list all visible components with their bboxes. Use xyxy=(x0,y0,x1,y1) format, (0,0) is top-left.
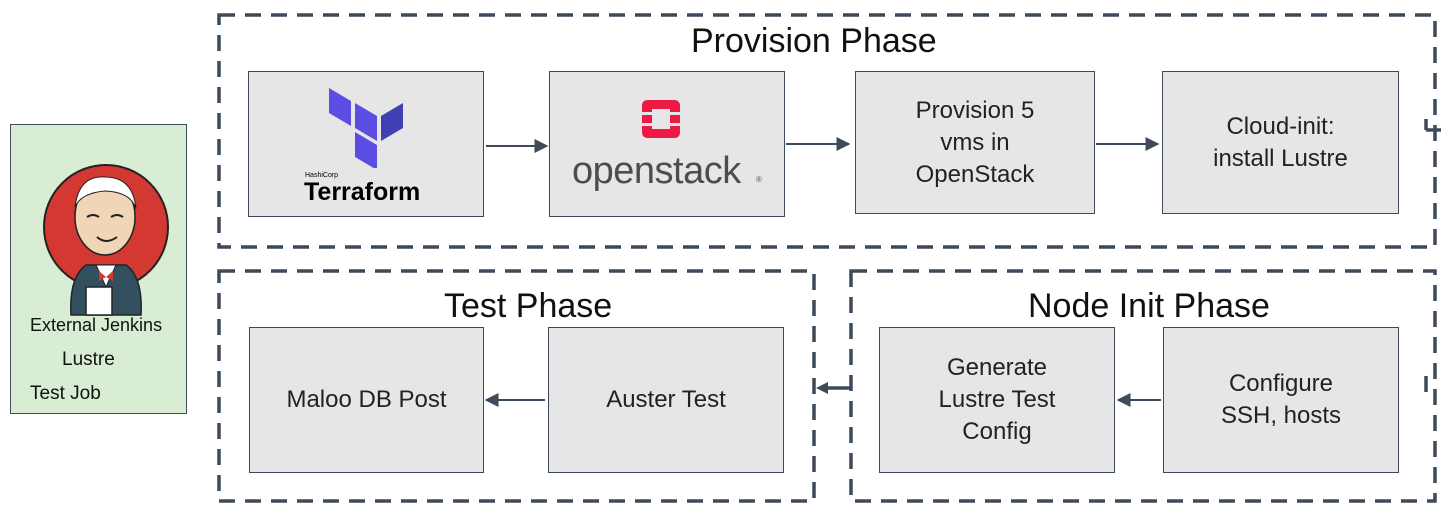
jenkins-panel: External Jenkins Lustre Test Job xyxy=(10,124,187,414)
generate-config-box: Generate Lustre Test Config xyxy=(879,327,1115,473)
test-phase-title: Test Phase xyxy=(444,287,613,325)
maloo-db-post-box: Maloo DB Post xyxy=(249,327,484,473)
terraform-logo-icon xyxy=(329,88,403,168)
jenkins-label-line1: External Jenkins xyxy=(30,315,163,335)
cloud-init-box: Cloud-init: install Lustre xyxy=(1162,71,1399,214)
svg-text:.: . xyxy=(56,499,58,505)
openstack-brand: openstack xyxy=(572,150,741,192)
jenkins-label-line3: Test Job xyxy=(30,383,101,404)
provision-phase-title: Provision Phase xyxy=(691,22,937,60)
terraform-brand-small: HashiCorp xyxy=(305,172,339,179)
jenkins-butler-icon xyxy=(43,164,169,316)
node-init-phase-title: Node Init Phase xyxy=(1028,287,1270,325)
terraform-brand: Terraform xyxy=(304,178,421,206)
provision-vms-box: Provision 5 vms in OpenStack xyxy=(855,71,1095,214)
jenkins-label-line2: Lustre xyxy=(62,349,115,370)
terraform-box: HashiCorp Terraform xyxy=(248,71,484,217)
node-init-phase-container xyxy=(849,269,1437,503)
configure-ssh-box: Configure SSH, hosts xyxy=(1163,327,1399,473)
openstack-logo-icon xyxy=(642,100,680,138)
openstack-box: openstack ® xyxy=(549,71,785,217)
openstack-registered-mark: ® xyxy=(756,175,762,184)
auster-test-box: Auster Test xyxy=(548,327,784,473)
test-phase-container xyxy=(217,269,816,503)
